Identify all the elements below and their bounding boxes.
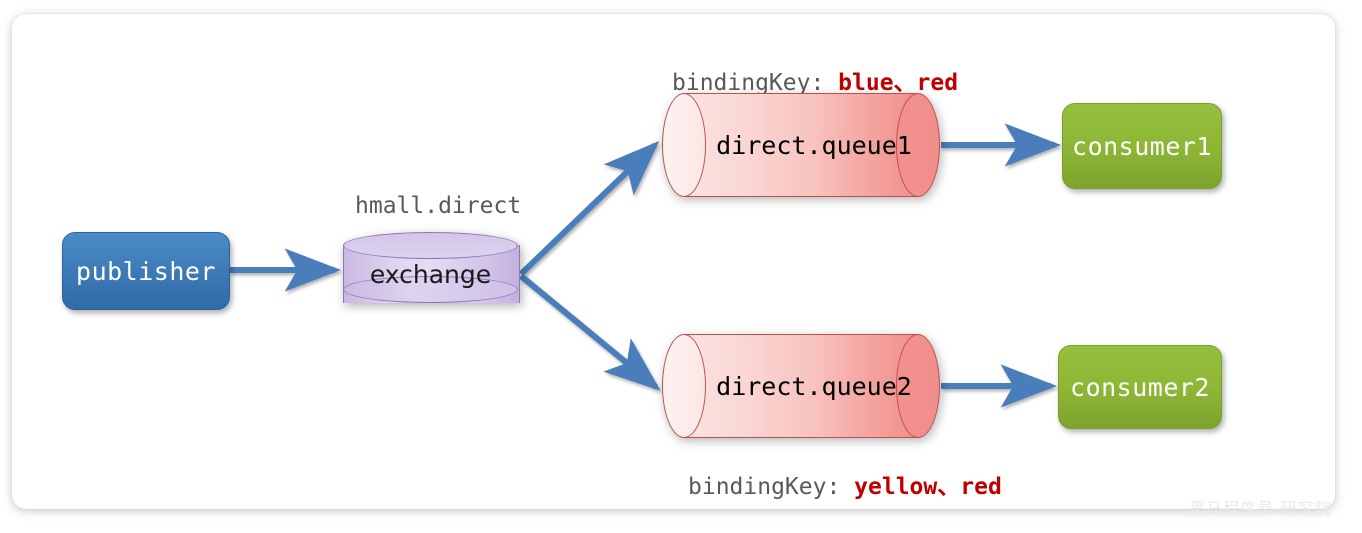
exchange-cylinder-bottom <box>343 276 518 303</box>
consumer1-label: consumer1 <box>1072 131 1212 161</box>
consumer1-node[interactable]: consumer1 <box>1062 103 1222 189</box>
publisher-label: publisher <box>76 256 216 286</box>
binding-key-label-queue2: bindingKey: <box>688 474 855 500</box>
binding-key-queue1: bindingKey: blue、red <box>672 63 958 97</box>
queue2-cylinder-left-cap <box>662 334 706 438</box>
consumer2-label: consumer2 <box>1070 372 1210 402</box>
binding-key-label-queue1: bindingKey: <box>672 70 839 96</box>
queue2-node[interactable]: direct.queue2 <box>662 334 940 438</box>
queue1-cylinder-right-cap <box>896 93 940 197</box>
arrow-exchange-to-queue2 <box>519 273 661 391</box>
arrow-exchange-to-queue1 <box>518 140 660 277</box>
queue1-label: direct.queue1 <box>716 130 912 160</box>
exchange-label: exchange <box>369 259 492 289</box>
queue1-cylinder-left-cap <box>662 93 706 197</box>
watermark: 黑马程序员-研究院 <box>1189 499 1332 518</box>
queue2-cylinder-right-cap <box>896 334 940 438</box>
binding-key-values-queue1: blue、red <box>838 70 959 96</box>
exchange-node[interactable]: exchange <box>343 232 520 316</box>
queue2-cylinder-body <box>684 334 918 438</box>
binding-key-values-queue2: yellow、red <box>854 474 1002 500</box>
queue1-cylinder-body <box>684 93 918 197</box>
binding-key-queue2: bindingKey: yellow、red <box>688 467 1002 501</box>
exchange-name-label: hmall.direct <box>355 193 522 219</box>
exchange-cylinder-top <box>343 232 518 259</box>
queue1-node[interactable]: direct.queue1 <box>662 93 940 197</box>
publisher-node[interactable]: publisher <box>62 232 230 310</box>
queue2-label: direct.queue2 <box>716 371 912 401</box>
consumer2-node[interactable]: consumer2 <box>1058 345 1222 429</box>
